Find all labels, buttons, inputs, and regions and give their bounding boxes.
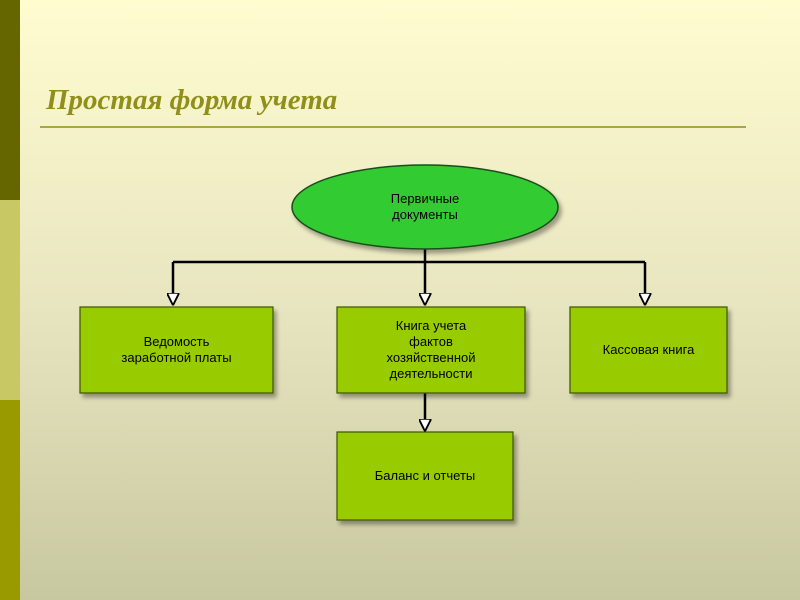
node-balance-label: Баланс и отчеты xyxy=(374,468,476,483)
node-cashbook-shape xyxy=(569,306,728,394)
node-cashbook-label: Кассовая книга xyxy=(602,342,695,357)
sidebar-strip-dark xyxy=(0,0,20,200)
slide-title: Простая форма учета xyxy=(46,84,338,116)
node-ledger-shape xyxy=(336,306,526,394)
node-ledger-label: Книга учета фактов хозяйственной деятель… xyxy=(386,318,476,381)
node-payroll-label: Ведомость заработной платы xyxy=(121,334,232,365)
connectors xyxy=(173,249,645,430)
sidebar-strip-olive xyxy=(0,400,20,600)
title-underline xyxy=(40,126,746,128)
node-payroll-shape xyxy=(79,306,274,394)
sidebar-strip-light xyxy=(0,200,20,400)
node-root-label: Первичные документы xyxy=(390,191,460,222)
node-root-shape xyxy=(291,164,559,250)
node-balance-shape xyxy=(336,431,514,521)
